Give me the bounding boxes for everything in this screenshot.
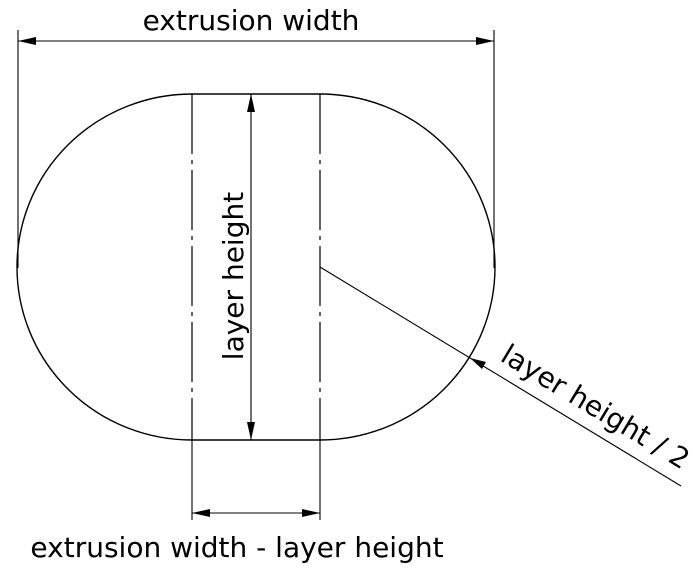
layer-height-arrow-bottom [247, 422, 255, 440]
extrusion-width-label: extrusion width [143, 4, 360, 37]
width-minus-height-label: extrusion width - layer height [30, 531, 443, 564]
half-layer-height-radius-line [319, 266, 682, 487]
extrusion-width-arrow-left [18, 37, 36, 45]
width-minus-height-arrow-left [192, 509, 210, 517]
extrusion-profile-outline [16, 93, 496, 441]
half-layer-height-label: layer height / 2 [495, 338, 695, 476]
half-layer-height-arrow [470, 358, 486, 369]
layer-height-arrow-top [247, 94, 255, 112]
width-minus-height-arrow-right [302, 509, 320, 517]
extrusion-width-arrow-right [476, 37, 494, 45]
layer-height-label: layer height [217, 192, 250, 360]
